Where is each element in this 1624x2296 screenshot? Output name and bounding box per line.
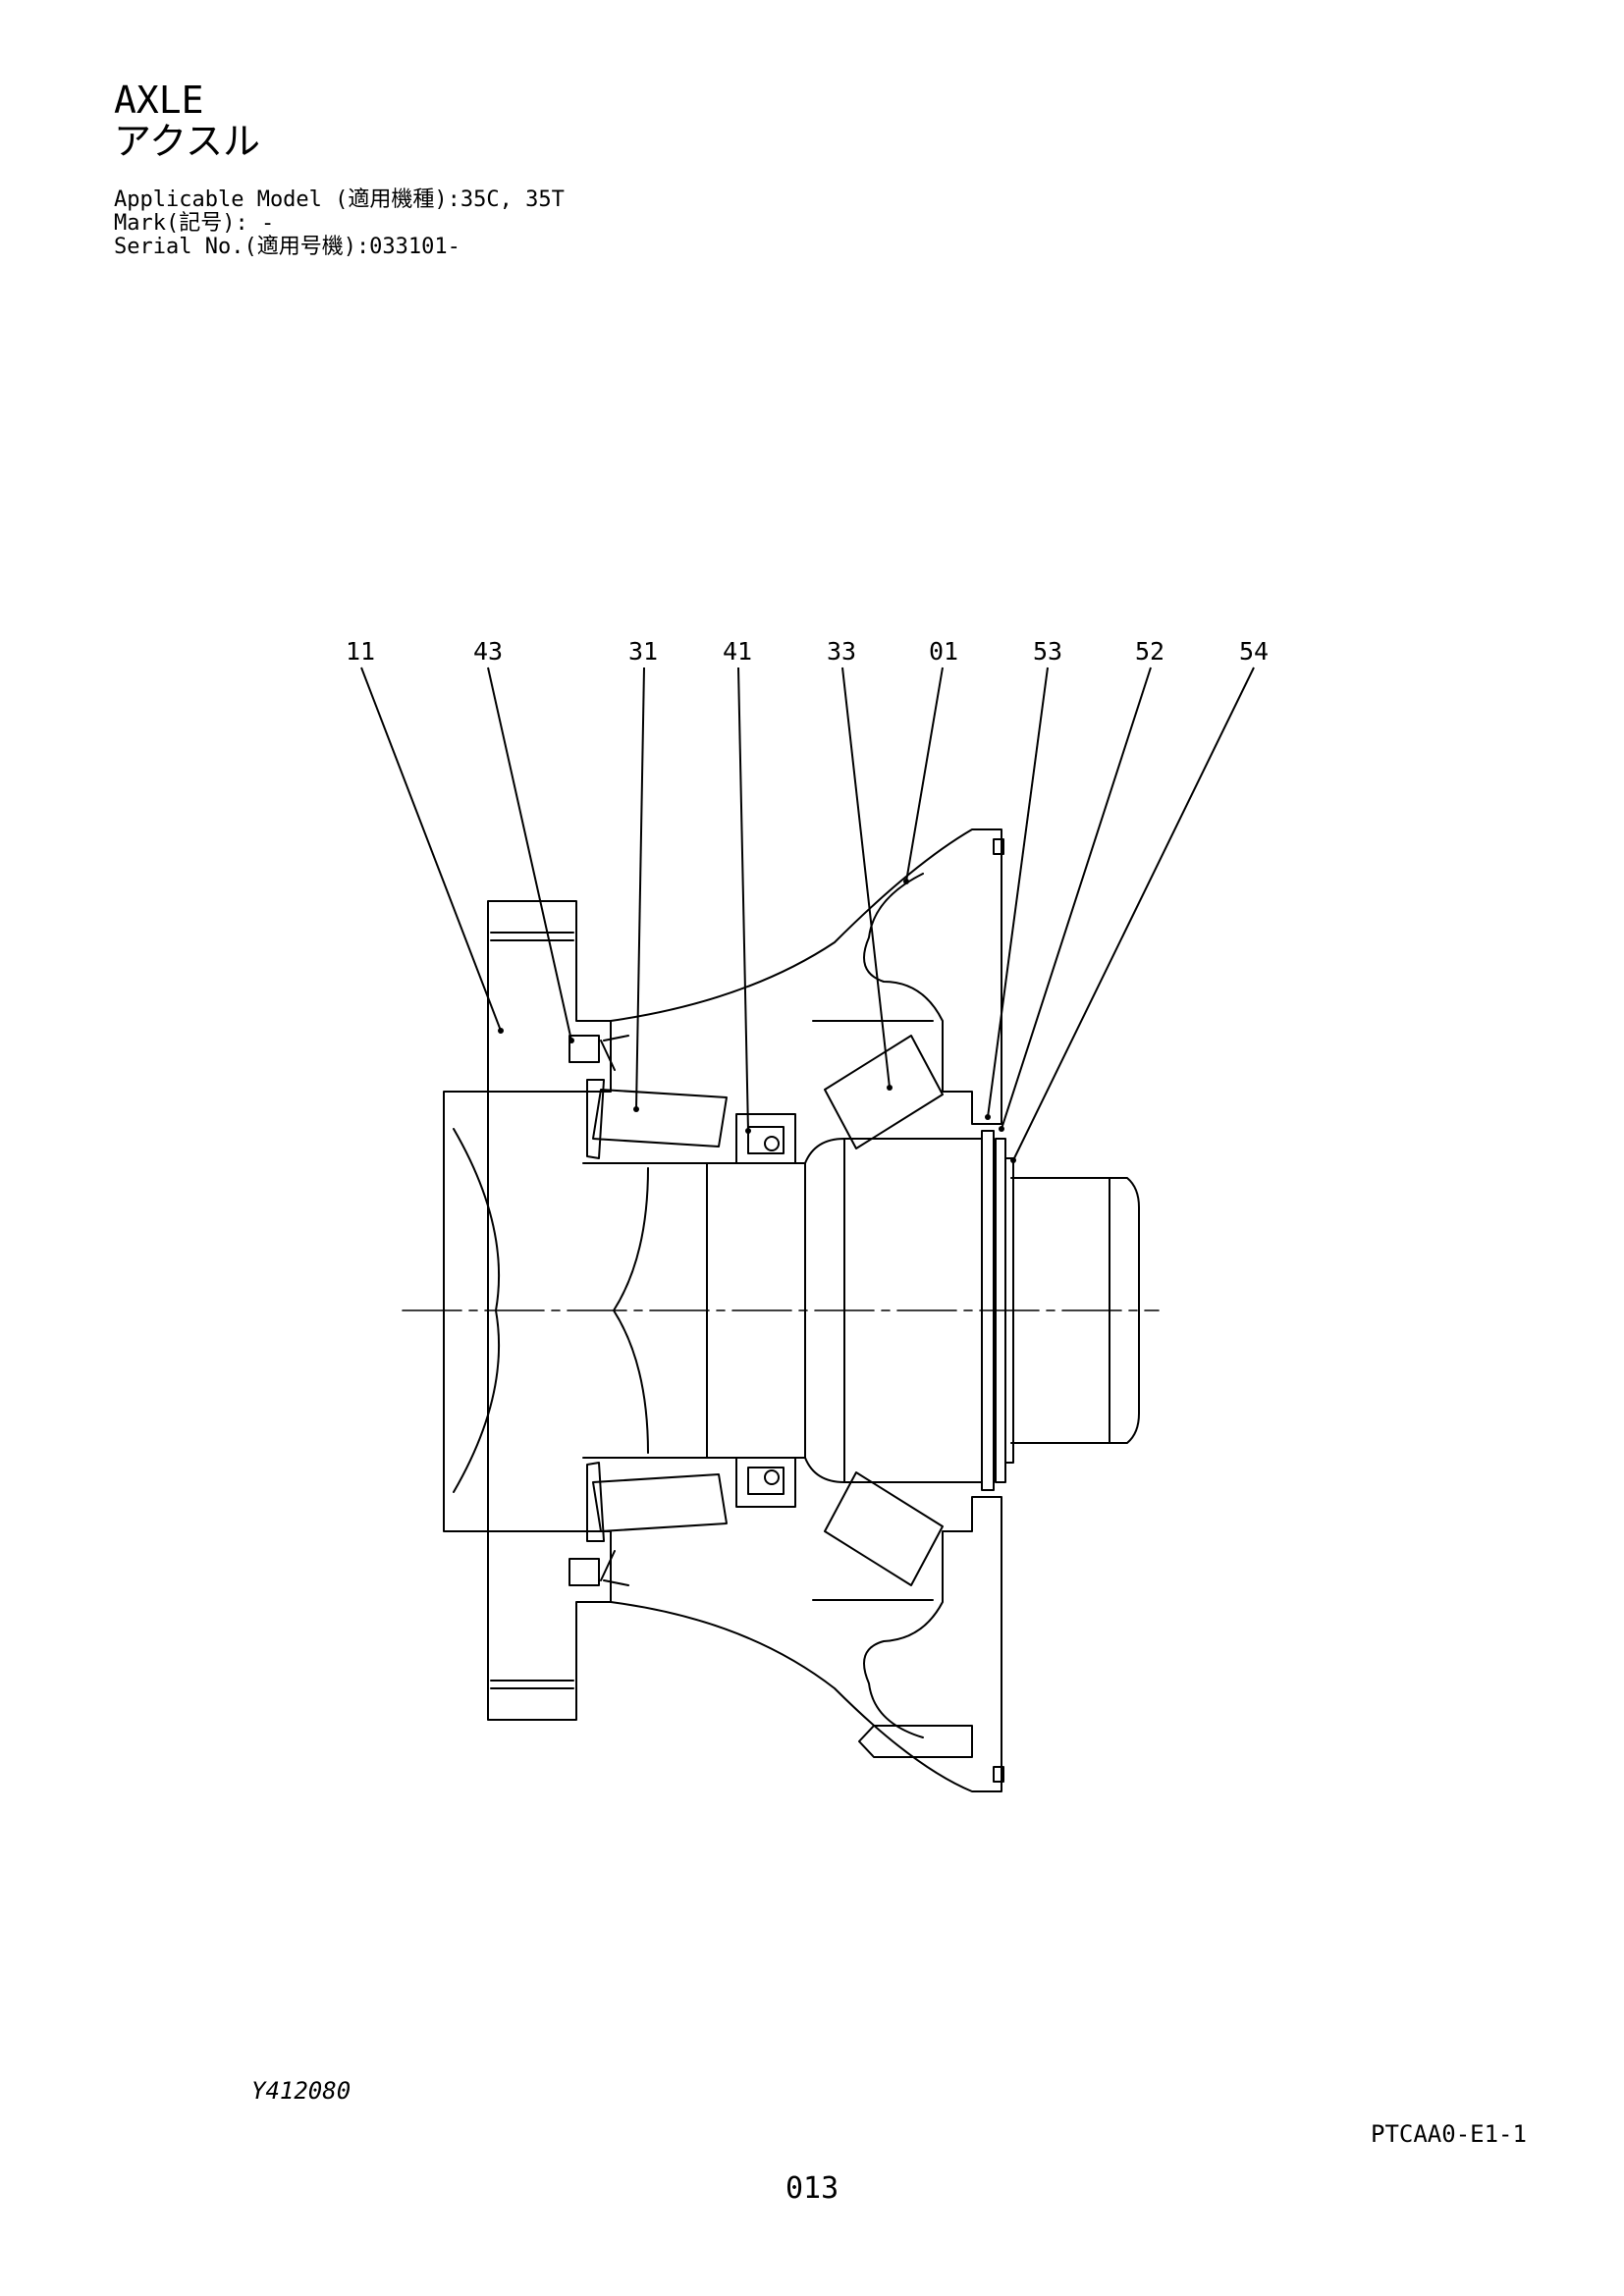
- figure-id: Y412080: [251, 2077, 352, 2105]
- shaft-step: [804, 1138, 845, 1483]
- leader-01: [905, 667, 944, 882]
- leader-dot-52: [999, 1126, 1004, 1132]
- leader-52: [1001, 667, 1152, 1130]
- inner-shaft-curve: [613, 1167, 649, 1454]
- callout-41: 41: [723, 637, 752, 666]
- shaft-middle: [706, 1162, 806, 1459]
- serial-number: Serial No.(適用号機):033101-: [114, 235, 460, 259]
- leader-53: [987, 667, 1049, 1118]
- mark: Mark(記号): -: [114, 211, 275, 236]
- page-title: AXLE: [114, 79, 204, 122]
- leader-33: [841, 667, 891, 1089]
- applicable-model: Applicable Model (適用機種):35C, 35T: [114, 187, 565, 212]
- callout-43: 43: [473, 637, 503, 666]
- shaft-inner: [598, 1162, 708, 1459]
- model-info: Applicable Model (適用機種):35C, 35T Mark(記号…: [114, 188, 565, 259]
- housing-bolt: [858, 1725, 973, 1758]
- leader-11: [360, 667, 502, 1032]
- seal-43-bottom: [568, 1550, 629, 1586]
- flange-inner-curve: [453, 1128, 501, 1493]
- leader-dot-54: [1010, 1157, 1016, 1163]
- leader-dot-01: [903, 879, 909, 884]
- leader-41: [737, 667, 749, 1132]
- housing-top-cap: [993, 838, 1004, 855]
- lock-nut-53: [981, 1130, 995, 1491]
- leader-43: [487, 667, 572, 1041]
- document-code: PTCAA0-E1-1: [1371, 2120, 1527, 2148]
- oil-seal-41-spring-bottom: [764, 1469, 780, 1485]
- oil-seal-41-spring-top: [764, 1136, 780, 1151]
- callout-01: 01: [929, 637, 958, 666]
- leader-dot-41: [745, 1128, 751, 1134]
- callout-31: 31: [628, 637, 658, 666]
- leader-lines: [360, 667, 1255, 1161]
- housing-bottom: [610, 1496, 1002, 1792]
- leader-dot-53: [985, 1114, 991, 1120]
- bearing-33-bottom: [812, 1471, 944, 1601]
- callout-52: 52: [1135, 637, 1164, 666]
- flange-hatch-top: [490, 932, 574, 941]
- shaft-end: [1010, 1177, 1140, 1444]
- housing-bottom-cap: [993, 1766, 1004, 1783]
- housing-top: [610, 828, 1002, 1125]
- flange-hatch-bottom: [490, 1680, 574, 1689]
- leader-dot-11: [498, 1028, 504, 1034]
- snap-ring-54: [1004, 1157, 1014, 1464]
- leader-31: [635, 667, 645, 1110]
- callout-11: 11: [346, 637, 375, 666]
- leader-dot-43: [568, 1038, 574, 1043]
- callout-53: 53: [1033, 637, 1062, 666]
- page-title-japanese: アクスル: [114, 120, 260, 163]
- washer-52: [995, 1138, 1006, 1483]
- page-number: 013: [785, 2171, 839, 2206]
- seal-43-top: [568, 1035, 629, 1071]
- leader-arrows: [498, 879, 1016, 1163]
- bearing-33-top: [812, 1020, 944, 1149]
- callout-33: 33: [827, 637, 856, 666]
- leader-dot-31: [633, 1106, 639, 1112]
- leader-54: [1012, 667, 1255, 1161]
- bearing-31-bottom: [582, 1457, 728, 1542]
- leader-dot-33: [887, 1085, 893, 1091]
- callout-54: 54: [1239, 637, 1269, 666]
